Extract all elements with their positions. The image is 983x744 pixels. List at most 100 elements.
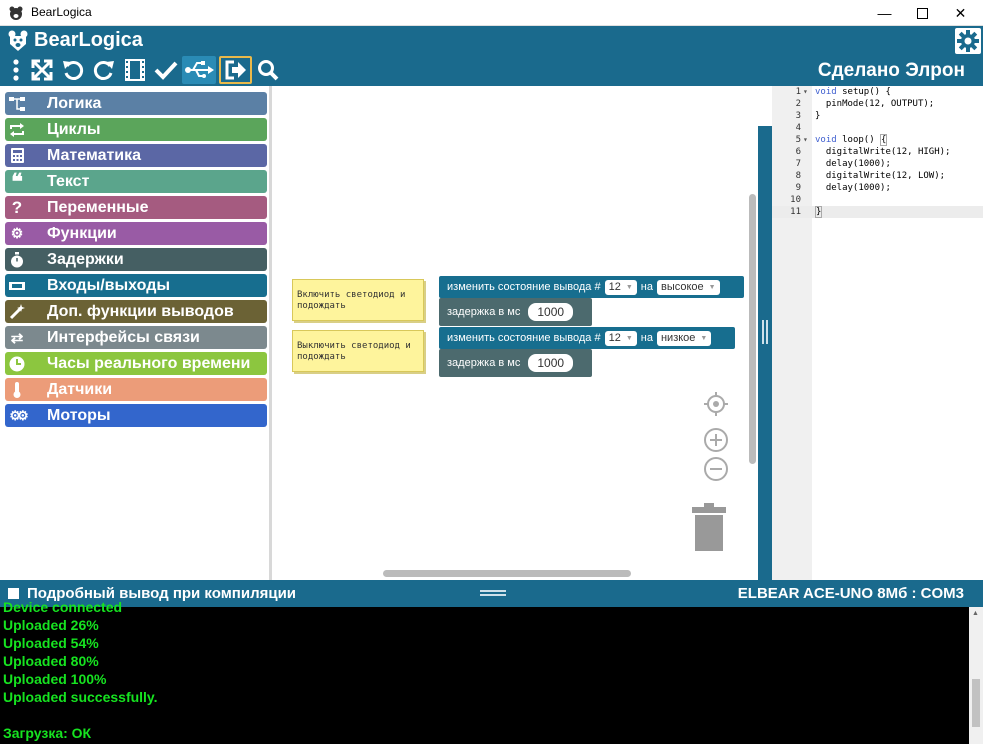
- trash-button[interactable]: [691, 502, 727, 557]
- gear-icon: [957, 30, 979, 52]
- console-line: Uploaded 54%: [3, 635, 99, 651]
- window-titlebar: BearLogica — ✕: [0, 0, 983, 26]
- loop-icon: [9, 122, 25, 138]
- category-logic[interactable]: Логика: [5, 92, 267, 115]
- delay-block[interactable]: задержка в мс 1000: [439, 349, 592, 377]
- verbose-checkbox[interactable]: [8, 588, 19, 599]
- console-line: [3, 706, 963, 724]
- category-math[interactable]: Математика: [5, 144, 267, 167]
- fullscreen-button[interactable]: [27, 56, 57, 84]
- console-line: Uploaded 80%: [3, 653, 99, 669]
- state-dropdown[interactable]: высокое▼: [656, 279, 720, 295]
- maximize-button[interactable]: [900, 0, 945, 26]
- code-editor[interactable]: 1▾void setup() { 2 pinMode(12, OUTPUT); …: [772, 86, 983, 580]
- toolbar: [6, 56, 284, 84]
- minimize-button[interactable]: —: [877, 5, 892, 21]
- category-sensors[interactable]: Датчики: [5, 378, 267, 401]
- comment-block[interactable]: Выключить светодиод и подождать: [292, 330, 424, 372]
- author-label: Сделано Элрон: [817, 60, 965, 81]
- category-label: Логика: [47, 94, 102, 112]
- status-bar: Подробный вывод при компиляции ELBEAR AC…: [0, 580, 983, 607]
- category-interfaces[interactable]: ⇄Интерфейсы связи: [5, 326, 267, 349]
- block-label: изменить состояние вывода #: [447, 332, 601, 344]
- category-rtc[interactable]: Часы реального времени: [5, 352, 267, 375]
- category-io[interactable]: Входы/выходы: [5, 274, 267, 297]
- code-line: 4: [795, 123, 801, 133]
- workspace-horizontal-scrollbar[interactable]: [383, 570, 631, 577]
- console-scrollbar[interactable]: ▲: [969, 607, 983, 744]
- verify-button[interactable]: [151, 56, 181, 84]
- code-line: 2 pinMode(12, OUTPUT);: [795, 99, 935, 109]
- fold-arrow-icon: ▾: [803, 87, 808, 96]
- menu-icon: [13, 59, 19, 81]
- block-label: задержка в мс: [447, 306, 521, 318]
- pin-dropdown[interactable]: 12▼: [604, 279, 637, 295]
- category-label: Циклы: [47, 120, 101, 138]
- category-functions[interactable]: ⚙Функции: [5, 222, 267, 245]
- scroll-thumb[interactable]: [972, 679, 980, 727]
- category-pin-functions[interactable]: Доп. функции выводов: [5, 300, 267, 323]
- wand-icon: [9, 303, 25, 320]
- digital-write-block[interactable]: изменить состояние вывода # 12▼ на низко…: [439, 327, 735, 349]
- zoom-in-button[interactable]: [703, 427, 729, 453]
- brand-name: BearLogica: [34, 29, 143, 51]
- blocks-workspace[interactable]: Включить светодиод и подождать Выключить…: [275, 86, 758, 580]
- film-button[interactable]: [120, 56, 150, 84]
- upload-button[interactable]: [219, 56, 252, 84]
- recenter-button[interactable]: [703, 391, 729, 417]
- code-line: 5▾void loop() {: [795, 134, 888, 146]
- window-title: BearLogica: [31, 5, 92, 19]
- category-variables[interactable]: ?Переменные: [5, 196, 267, 219]
- menu-button[interactable]: [6, 56, 26, 84]
- scroll-up-icon[interactable]: ▲: [972, 610, 979, 617]
- verbose-label[interactable]: Подробный вывод при компиляции: [27, 585, 297, 602]
- usb-button[interactable]: [182, 56, 216, 84]
- calculator-icon: [9, 148, 25, 164]
- search-button[interactable]: [253, 56, 283, 84]
- zoom-in-icon: [704, 428, 728, 452]
- arrows-icon: ⇄: [10, 329, 24, 347]
- dropdown-arrow-icon: ▼: [625, 334, 633, 342]
- code-line: 7 delay(1000);: [795, 159, 891, 169]
- category-motors[interactable]: ⚙⚙Моторы: [5, 404, 267, 427]
- zoom-out-button[interactable]: [703, 456, 729, 482]
- workspace-vertical-scrollbar[interactable]: [749, 194, 756, 464]
- code-line: 8 digitalWrite(12, LOW);: [795, 171, 946, 181]
- board-port-label[interactable]: ELBEAR ACE-UNO 8Мб : COM3: [737, 585, 964, 602]
- console-resize-handle[interactable]: [480, 590, 506, 596]
- console-output: Device connected Uploaded 26% Uploaded 5…: [3, 598, 963, 742]
- delay-block[interactable]: задержка в мс 1000: [439, 298, 592, 326]
- zoom-out-icon: [704, 457, 728, 481]
- console-line: Device connected: [3, 599, 123, 615]
- state-dropdown[interactable]: низкое▼: [656, 330, 712, 346]
- maximize-icon: [917, 7, 928, 19]
- category-loops[interactable]: Циклы: [5, 118, 267, 141]
- settings-button[interactable]: [955, 28, 981, 54]
- category-label: Задержки: [47, 250, 124, 268]
- bear-logo-icon: [8, 30, 28, 51]
- close-button[interactable]: ✕: [954, 4, 967, 21]
- code-line: 6 digitalWrite(12, HIGH);: [795, 147, 951, 157]
- usb-icon: [185, 61, 214, 78]
- category-text[interactable]: ❝Текст: [5, 170, 267, 193]
- fullscreen-icon: [31, 59, 53, 81]
- digital-write-block[interactable]: изменить состояние вывода # 12▼ на высок…: [439, 276, 744, 298]
- dropdown-value: высокое: [660, 281, 704, 293]
- scroll-thumb[interactable]: [758, 86, 772, 126]
- block-label: на: [640, 281, 653, 293]
- category-label: Моторы: [47, 406, 111, 424]
- redo-button[interactable]: [89, 56, 119, 84]
- undo-button[interactable]: [58, 56, 88, 84]
- drag-handle[interactable]: [762, 320, 768, 344]
- code-line: 3}: [795, 111, 821, 121]
- app-header: BearLogica: [0, 26, 983, 86]
- delay-value-input[interactable]: 1000: [528, 303, 574, 321]
- dropdown-arrow-icon: ▼: [700, 334, 708, 342]
- pin-dropdown[interactable]: 12▼: [604, 330, 637, 346]
- delay-value-input[interactable]: 1000: [528, 354, 574, 372]
- comment-block[interactable]: Включить светодиод и подождать: [292, 279, 424, 321]
- panel-splitter[interactable]: [758, 86, 772, 580]
- category-toolbox: Логика Циклы Математика ❝Текст ?Переменн…: [0, 86, 272, 580]
- category-delays[interactable]: Задержки: [5, 248, 267, 271]
- output-console: Device connected Uploaded 26% Uploaded 5…: [0, 599, 983, 744]
